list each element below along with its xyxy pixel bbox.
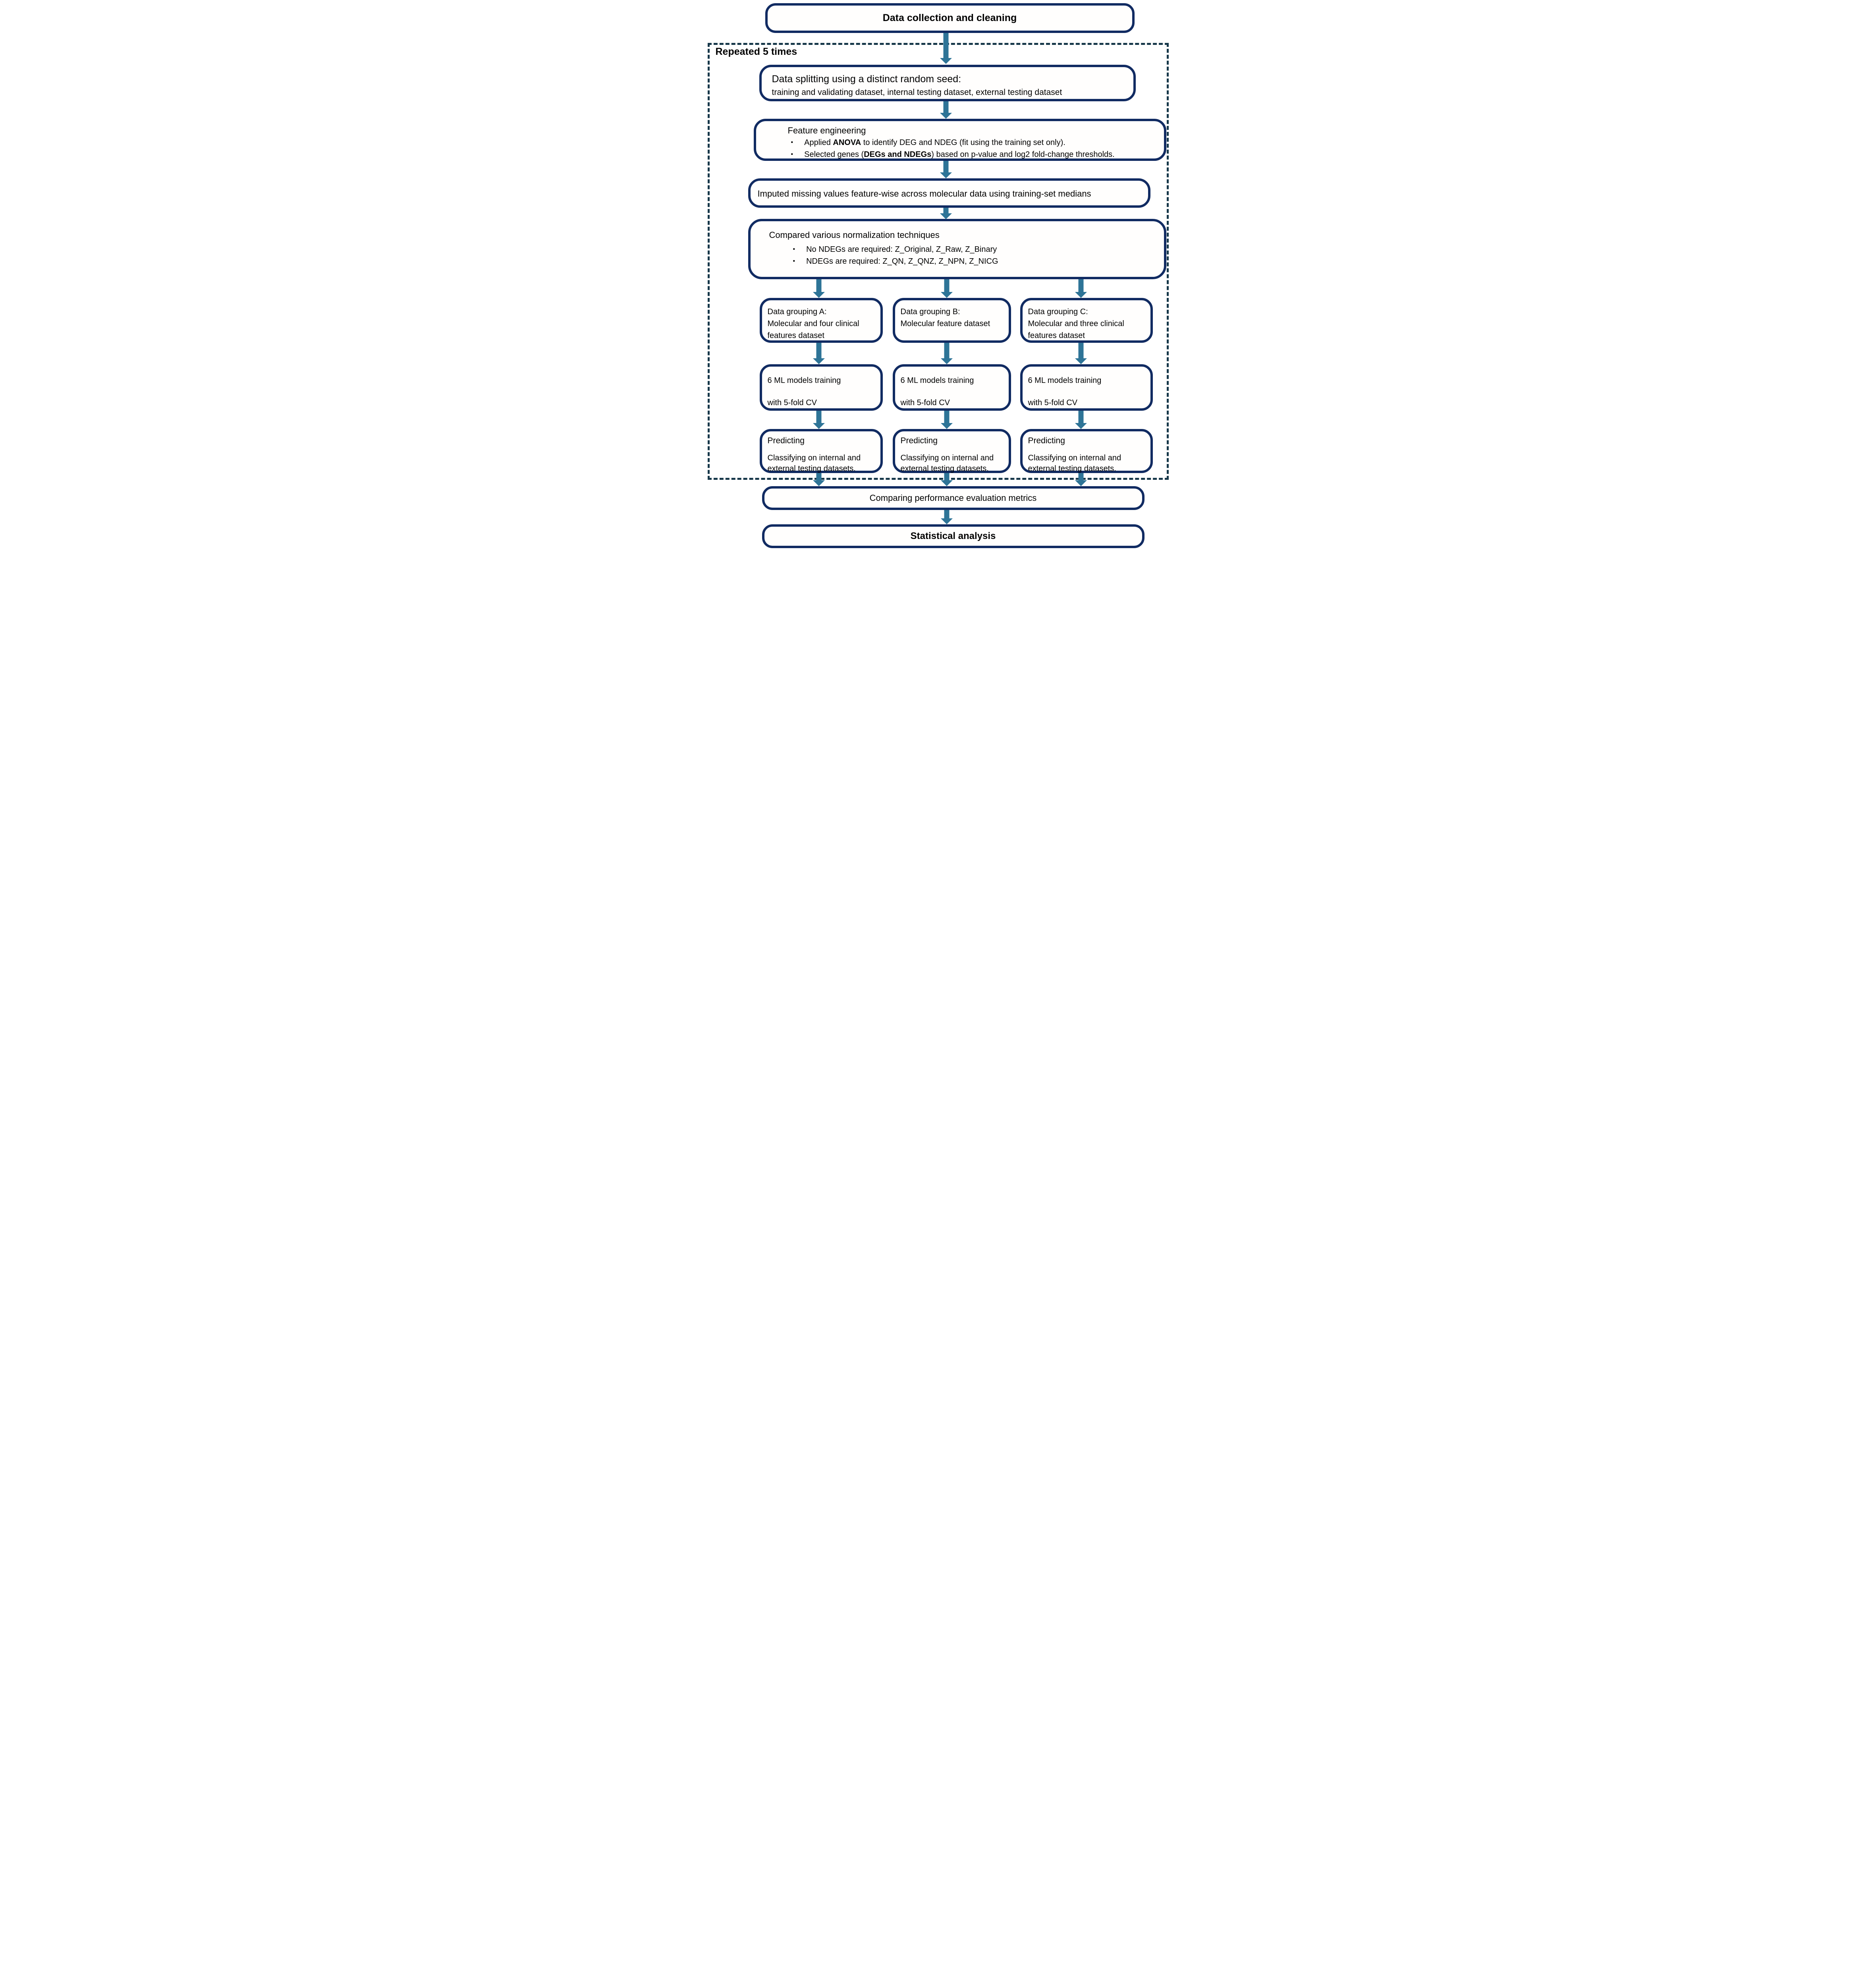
- grouping-c-line: Data grouping C:: [1028, 307, 1088, 316]
- repeat-label: Repeated 5 times: [715, 46, 797, 57]
- grouping-a-line: features dataset: [767, 331, 824, 340]
- down-arrow-ml-c: [1075, 343, 1087, 364]
- down-arrow-pred-c: [1075, 411, 1087, 429]
- down-arrow-branch-b: [940, 279, 953, 298]
- predicting-c-title: Predicting: [1028, 436, 1065, 445]
- arrowhead-icon: [940, 172, 952, 178]
- down-arrow-4: [940, 208, 952, 219]
- down-arrow-out-c: [1075, 473, 1087, 486]
- data-collection-box: Data collection and cleaning: [765, 3, 1135, 33]
- comparing-metrics-box: Comparing performance evaluation metrics: [762, 486, 1145, 510]
- arrowhead-icon: [813, 292, 825, 298]
- data-grouping-c-box: Data grouping C: Molecular and three cli…: [1020, 298, 1153, 343]
- comparing-metrics-label: Comparing performance evaluation metrics: [869, 493, 1037, 503]
- predicting-c-line: Classifying on internal and: [1028, 454, 1121, 462]
- ml-training-b-line: with 5-fold CV: [900, 398, 950, 407]
- feature-bullet-2: • Selected genes (DEGs and NDEGs) based …: [791, 149, 1158, 160]
- down-arrow-1: [940, 33, 952, 64]
- data-splitting-line1: Data splitting using a distinct random s…: [772, 73, 961, 85]
- down-arrow-out-b: [940, 473, 953, 486]
- grouping-a-line: Data grouping A:: [767, 307, 827, 316]
- predicting-a-line: external testing datasets.: [767, 464, 856, 473]
- ml-training-c-line: with 5-fold CV: [1028, 398, 1078, 407]
- data-splitting-line2: training and validating dataset, interna…: [772, 88, 1062, 97]
- predicting-b-line: Classifying on internal and: [900, 454, 994, 462]
- ml-training-a-line: 6 ML models training: [767, 376, 841, 385]
- flowchart-canvas: Repeated 5 times Data collection and cle…: [703, 0, 1173, 550]
- predicting-b-line: external testing datasets.: [900, 464, 989, 473]
- data-grouping-b-box: Data grouping B: Molecular feature datas…: [892, 298, 1011, 343]
- predicting-b-title: Predicting: [900, 436, 938, 445]
- arrowhead-icon: [940, 292, 953, 298]
- arrowhead-icon: [1075, 480, 1087, 486]
- arrowhead-icon: [940, 518, 953, 524]
- arrowhead-icon: [813, 358, 825, 364]
- down-arrow-pred-b: [940, 411, 953, 429]
- down-arrow-out-a: [813, 473, 825, 486]
- bullet-icon: •: [793, 246, 795, 253]
- predicting-a-title: Predicting: [767, 436, 805, 445]
- statistical-analysis-box: Statistical analysis: [762, 524, 1145, 548]
- ml-training-c-box: 6 ML models training with 5-fold CV: [1020, 364, 1153, 411]
- feature-bullet-1: • Applied ANOVA to identify DEG and NDEG…: [791, 137, 1158, 149]
- arrowhead-icon: [813, 423, 825, 429]
- ml-training-c-line: 6 ML models training: [1028, 376, 1102, 385]
- predicting-b-box: Predicting Classifying on internal and e…: [892, 429, 1011, 473]
- grouping-c-line: Molecular and three clinical: [1028, 319, 1124, 328]
- arrowhead-icon: [940, 113, 952, 119]
- feature-engineering-title: Feature engineering: [787, 126, 866, 135]
- predicting-c-box: Predicting Classifying on internal and e…: [1020, 429, 1153, 473]
- ml-training-a-box: 6 ML models training with 5-fold CV: [759, 364, 883, 411]
- statistical-analysis-label: Statistical analysis: [910, 531, 996, 541]
- arrowhead-icon: [813, 480, 825, 486]
- arrowhead-icon: [1075, 423, 1087, 429]
- predicting-a-line: Classifying on internal and: [767, 454, 861, 462]
- arrowhead-icon: [1075, 358, 1087, 364]
- grouping-b-line: Data grouping B:: [900, 307, 960, 316]
- grouping-c-line: features dataset: [1028, 331, 1085, 340]
- arrowhead-icon: [940, 58, 952, 64]
- down-arrow-2: [940, 101, 952, 119]
- data-collection-label: Data collection and cleaning: [882, 12, 1017, 23]
- down-arrow-ml-b: [940, 343, 953, 364]
- data-grouping-a-box: Data grouping A: Molecular and four clin…: [759, 298, 883, 343]
- arrowhead-icon: [940, 480, 953, 486]
- normalization-bullet-2: • NDEGs are required: Z_QN, Z_QNZ, Z_NPN…: [793, 255, 1158, 267]
- arrowhead-icon: [1075, 292, 1087, 298]
- normalization-box: Compared various normalization technique…: [748, 219, 1166, 279]
- data-splitting-box: Data splitting using a distinct random s…: [759, 65, 1136, 101]
- normalization-title: Compared various normalization technique…: [769, 230, 940, 240]
- bullet-icon: •: [791, 151, 793, 158]
- feature-engineering-box: Feature engineering • Applied ANOVA to i…: [753, 119, 1166, 161]
- grouping-a-line: Molecular and four clinical: [767, 319, 859, 328]
- arrowhead-icon: [940, 423, 953, 429]
- bullet-icon: •: [791, 139, 793, 146]
- ml-training-b-line: 6 ML models training: [900, 376, 974, 385]
- arrowhead-icon: [940, 358, 953, 364]
- bullet-icon: •: [793, 258, 795, 265]
- down-arrow-branch-a: [813, 279, 825, 298]
- imputation-label: Imputed missing values feature-wise acro…: [757, 189, 1091, 199]
- arrowhead-icon: [940, 213, 952, 219]
- down-arrow-3: [940, 161, 952, 178]
- imputation-box: Imputed missing values feature-wise acro…: [748, 178, 1150, 208]
- down-arrow-ml-a: [813, 343, 825, 364]
- repeat-5-times-container: [707, 43, 1169, 480]
- predicting-c-line: external testing datasets.: [1028, 464, 1116, 473]
- predicting-a-box: Predicting Classifying on internal and e…: [759, 429, 883, 473]
- grouping-b-line: Molecular feature dataset: [900, 319, 990, 328]
- down-arrow-final: [940, 510, 953, 524]
- normalization-bullet-1: • No NDEGs are required: Z_Original, Z_R…: [793, 243, 1158, 255]
- ml-training-b-box: 6 ML models training with 5-fold CV: [892, 364, 1011, 411]
- down-arrow-pred-a: [813, 411, 825, 429]
- down-arrow-branch-c: [1075, 279, 1087, 298]
- ml-training-a-line: with 5-fold CV: [767, 398, 817, 407]
